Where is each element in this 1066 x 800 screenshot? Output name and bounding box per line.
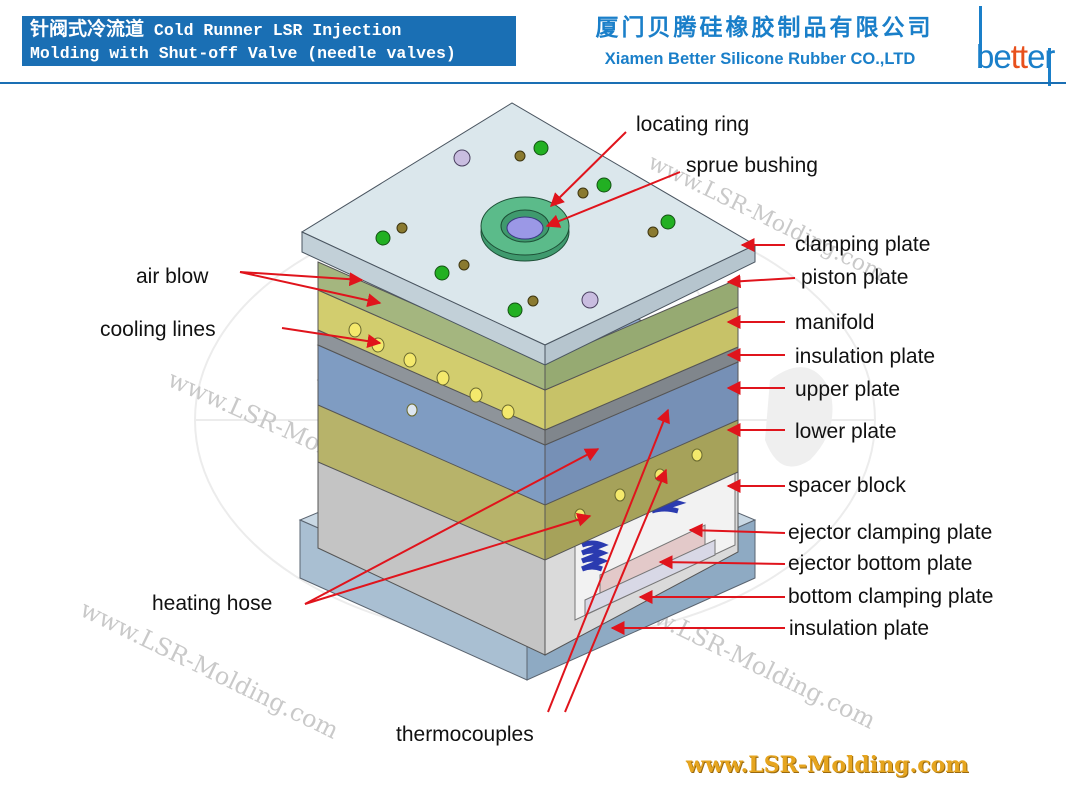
label-ejector-bottom-plate: ejector bottom plate (788, 552, 973, 575)
footer-website: www.LSR-Molding.com (686, 752, 969, 778)
label-manifold: manifold (795, 311, 875, 334)
top-bolts (375, 140, 676, 318)
label-thermocouples: thermocouples (396, 723, 534, 746)
title-line-1: 针阀式冷流道 Cold Runner LSR Injection (30, 18, 508, 42)
label-bottom-clamping-plate: bottom clamping plate (788, 585, 994, 608)
locating-ring (480, 196, 570, 262)
label-ejector-clamping-plate: ejector clamping plate (788, 521, 993, 544)
label-cooling-lines: cooling lines (100, 318, 216, 341)
company-name-en: Xiamen Better Silicone Rubber CO.,LTD (604, 50, 916, 68)
label-clamping-plate: clamping plate (795, 233, 931, 256)
header-divider (0, 82, 1066, 84)
logo-descender (1048, 48, 1051, 86)
company-name-zh: 厦门贝腾硅橡胶制品有限公司 (595, 14, 934, 41)
label-locating-ring: locating ring (636, 113, 750, 136)
better-logo: better (976, 28, 1066, 86)
label-spacer-block: spacer block (788, 474, 906, 497)
label-heating-hose: heating hose (152, 592, 273, 615)
label-lower-plate: lower plate (795, 420, 897, 443)
page-title-box: 针阀式冷流道 Cold Runner LSR Injection Molding… (22, 16, 516, 66)
logo-text-accent: tt (1010, 38, 1028, 75)
logo-bar (979, 6, 982, 68)
title-line-2: Molding with Shut-off Valve (needle valv… (30, 44, 456, 63)
logo-text-2: er (1027, 38, 1055, 75)
label-insulation-plate-bottom: insulation plate (789, 617, 930, 640)
spacer-section (317, 439, 739, 656)
title-zh: 针阀式冷流道 (30, 18, 145, 40)
label-insulation-plate-top: insulation plate (795, 345, 936, 368)
label-sprue-bushing: sprue bushing (686, 154, 818, 177)
label-air-blow: air blow (136, 265, 209, 288)
logo-text-1: be (976, 38, 1012, 75)
title-en: Cold Runner LSR Injection (153, 21, 402, 40)
label-piston-plate: piston plate (801, 266, 909, 289)
label-upper-plate: upper plate (795, 378, 901, 401)
annotation-arrows (239, 131, 796, 713)
